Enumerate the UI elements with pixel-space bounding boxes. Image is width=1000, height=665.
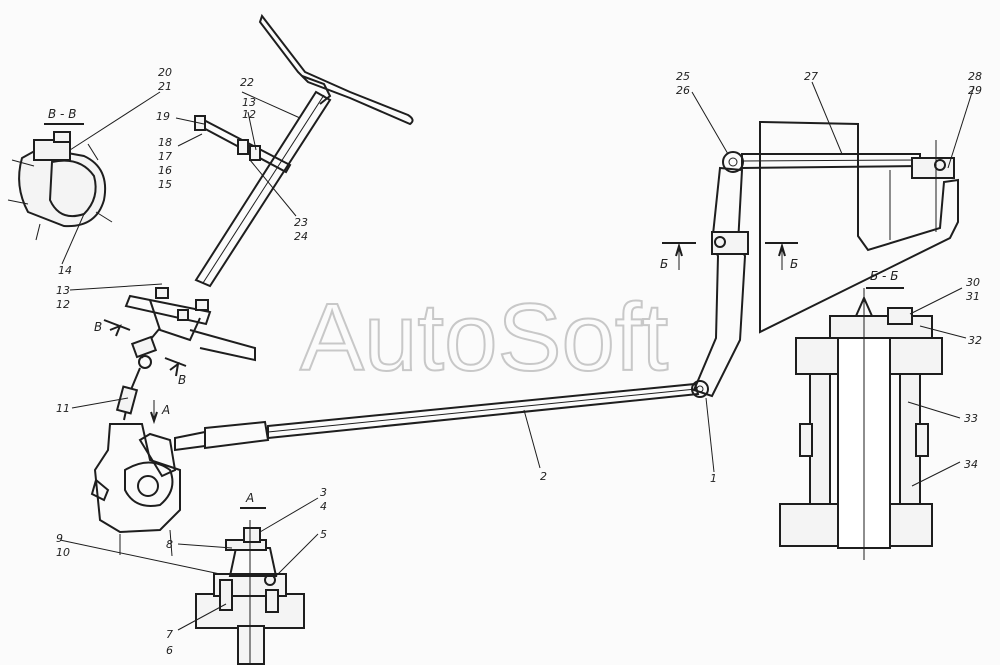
steering-column <box>194 90 332 288</box>
detail-a: А <box>195 491 305 665</box>
section-bb-title: Б - Б <box>870 269 898 283</box>
transverse-rod <box>741 153 955 179</box>
callout-13-top: 13 <box>242 96 256 109</box>
callout-12-low: 12 <box>56 298 70 311</box>
callout-30: 30 <box>966 276 980 289</box>
frame-bracket <box>759 120 959 334</box>
callout-21: 21 <box>158 80 172 93</box>
callout-15: 15 <box>158 178 172 191</box>
section-a-marker: А <box>150 400 170 425</box>
callout-10: 10 <box>56 546 70 559</box>
callout-34: 34 <box>964 458 978 471</box>
section-b-left-label: Б <box>660 257 668 271</box>
callout-32: 32 <box>968 334 982 347</box>
callout-1: 1 <box>710 472 717 485</box>
callout-11: 11 <box>56 402 70 415</box>
section-b-right-label: Б <box>790 257 798 271</box>
callout-23: 23 <box>294 216 308 229</box>
steering-gearbox <box>90 423 181 557</box>
callout-22: 22 <box>240 76 254 89</box>
callout-13-low: 13 <box>56 284 70 297</box>
callout-19: 19 <box>156 110 170 123</box>
callout-3: 3 <box>320 486 327 499</box>
detail-vv: В - В <box>7 107 113 241</box>
universal-joint <box>115 327 161 421</box>
callout-6: 6 <box>166 644 173 657</box>
callout-31: 31 <box>966 290 980 303</box>
section-a-arrow-label: А <box>161 403 170 417</box>
callout-7: 7 <box>166 628 173 641</box>
callout-9: 9 <box>56 532 63 545</box>
leader-lines <box>59 81 975 631</box>
section-b-markers: Б Б <box>660 242 798 271</box>
callout-5: 5 <box>320 528 327 541</box>
section-v-bottom-label: В <box>178 373 186 387</box>
section-vv-title: В - В <box>48 107 76 121</box>
callout-8: 8 <box>166 538 173 551</box>
callout-28: 28 <box>968 70 982 83</box>
callout-18: 18 <box>158 136 172 149</box>
callout-12-top: 12 <box>242 108 256 121</box>
callout-33: 33 <box>964 412 978 425</box>
steering-lever <box>692 151 749 398</box>
callout-25: 25 <box>676 70 690 83</box>
section-v-markers: В В <box>94 319 187 387</box>
callout-26: 26 <box>676 84 690 97</box>
callout-2: 2 <box>540 470 547 483</box>
callout-4: 4 <box>320 500 327 513</box>
detail-bb: Б - Б <box>779 269 943 560</box>
callout-29: 29 <box>968 84 982 97</box>
callout-14: 14 <box>58 264 72 277</box>
column-bracket <box>194 115 292 174</box>
callout-20: 20 <box>158 66 172 79</box>
section-a-title: А <box>245 491 254 505</box>
steering-wheel <box>258 13 414 126</box>
callout-17: 17 <box>158 150 172 163</box>
column-flange <box>124 287 256 362</box>
callout-labels: 20 21 22 13 12 19 18 17 16 15 23 24 14 1… <box>56 66 982 657</box>
callout-16: 16 <box>158 164 172 177</box>
section-v-top-label: В <box>94 320 102 334</box>
drag-link <box>174 380 709 452</box>
callout-27: 27 <box>804 70 818 83</box>
callout-24: 24 <box>294 230 308 243</box>
watermark-text: AutoSoft <box>300 284 668 391</box>
